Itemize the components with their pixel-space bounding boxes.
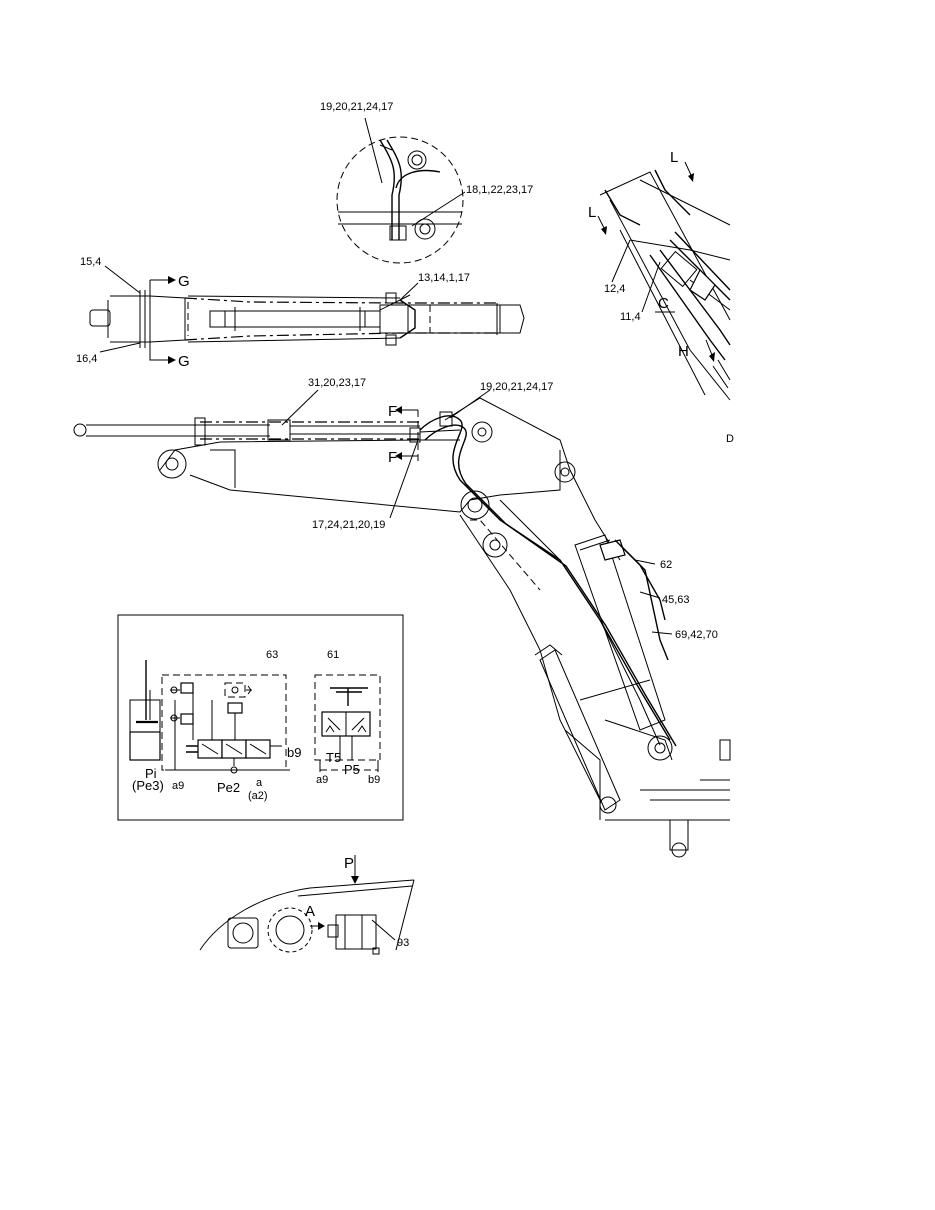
label-port-a9-left: a9 [172,780,184,792]
label-view-d: D [726,433,734,445]
label-detail-top-a: 19,20,21,24,17 [320,101,393,113]
circular-detail [336,117,466,264]
label-cyl-69: 69,42,70 [675,629,718,641]
label-port-t5: T5 [326,750,341,765]
label-port-pi: Pi [145,766,157,781]
label-port-a9-bottom: a9 [316,774,328,786]
label-port-b9-right: b9 [287,745,301,760]
label-view-l-b: L [588,204,596,221]
label-bottom-93: 93 [397,937,409,949]
label-port-b9-bottom: b9 [368,774,380,786]
label-arm-left-a: 15,4 [80,256,101,268]
label-section-g-top: G [178,273,190,290]
boom-assembly [73,389,731,858]
label-port-p5: P5 [344,762,360,777]
label-boom-17: 17,24,21,20,19 [312,519,385,531]
label-boom-31: 31,20,23,17 [308,377,366,389]
hydraulic-schematic [117,614,404,821]
label-section-f-bottom: F [388,449,397,466]
label-section-g-bottom: G [178,353,190,370]
label-right-12-4: 12,4 [604,283,625,295]
arm-plan-view [89,265,525,364]
bottom-detail [199,855,415,955]
label-port-a: a [256,777,263,789]
label-bottom-a: A [305,903,315,920]
label-right-11-4: 11,4 [620,311,641,323]
label-port-a2: (a2) [248,790,268,802]
label-bottom-p: P [344,855,354,872]
label-boom-19: 19,20,21,24,17 [480,381,553,393]
label-view-c: C [658,295,669,312]
label-arm-right: 13,14,1,17 [418,272,470,284]
label-valve-61: 61 [327,649,339,661]
label-valve-63: 63 [266,649,278,661]
label-detail-top-b: 18,1,22,23,17 [466,184,533,196]
label-port-pe3: (Pe3) [132,778,164,793]
label-arm-left-b: 16,4 [76,353,97,365]
label-port-pe2: Pe2 [217,780,240,795]
label-section-f-top: F [388,403,397,420]
label-cyl-45: 45,63 [662,594,690,606]
right-partial-view [597,161,731,401]
label-cyl-62: 62 [660,559,672,571]
label-view-h: H [678,343,689,360]
label-view-l-a: L [670,149,678,166]
